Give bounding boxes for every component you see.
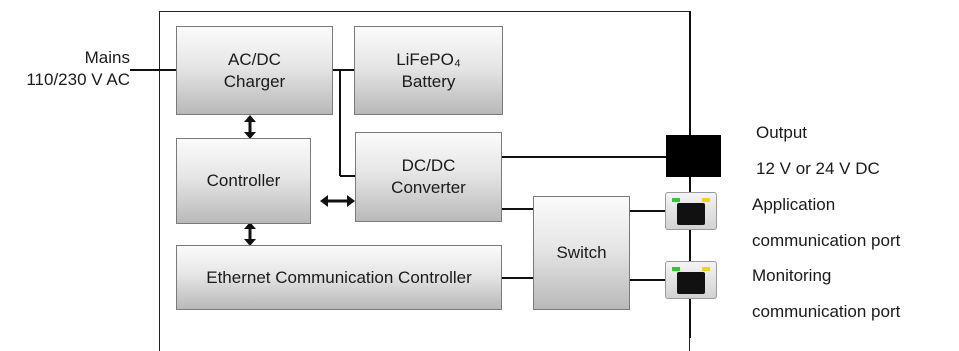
dcdc-converter-label: DC/DC Converter [391, 156, 466, 197]
controller-label: Controller [206, 171, 281, 190]
mains-label: Mains 110/230 V AC [26, 48, 130, 89]
ethernet-port-icon [665, 261, 717, 299]
acdc-charger-block: AC/DC Charger [176, 26, 333, 115]
dcdc-converter-block: DC/DC Converter [355, 132, 502, 222]
monitoring-port-label: Monitoring communication port [752, 266, 901, 321]
ethernet-port-icon [665, 192, 717, 230]
controller-block: Controller [176, 138, 311, 224]
controller-ethernet-arrow [244, 222, 256, 246]
application-port-label: Application communication port [752, 195, 901, 250]
acdc-charger-label: AC/DC Charger [223, 49, 286, 91]
battery-block: LiFePO₄ Battery [354, 26, 503, 115]
output-connector-icon [666, 135, 721, 177]
switch-block: Switch [533, 196, 630, 310]
ethernet-controller-block: Ethernet Communication Controller [176, 245, 502, 310]
ethernet-controller-label: Ethernet Communication Controller [206, 267, 472, 287]
battery-label: LiFePO₄ Battery [396, 49, 461, 91]
controller-dcdc-arrow [320, 195, 355, 207]
switch-label: Switch [556, 243, 607, 262]
output-label: Output [756, 123, 808, 142]
charger-controller-arrow [244, 115, 256, 139]
output-voltage-label: 12 V or 24 V DC [756, 159, 880, 178]
